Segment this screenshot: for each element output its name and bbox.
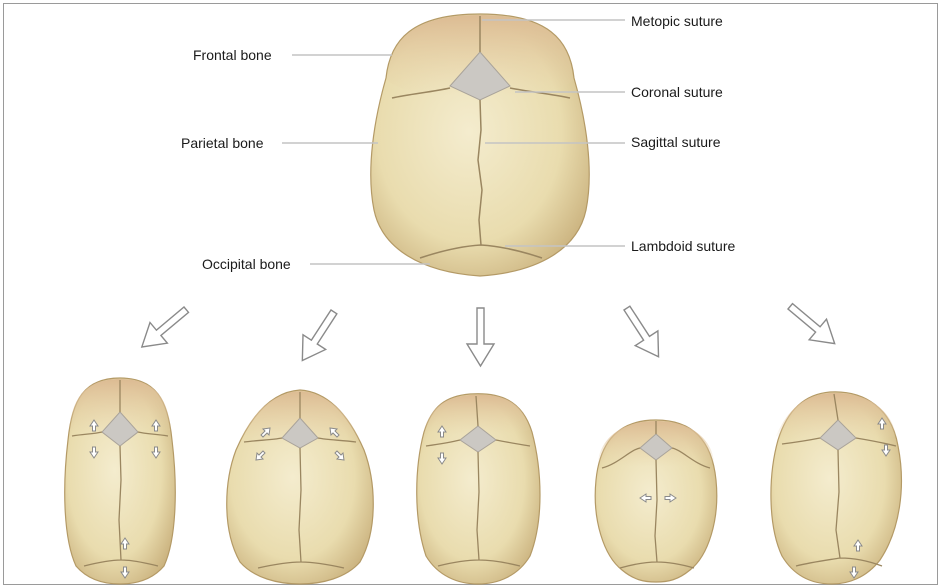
hollow-arrow-icon — [133, 299, 195, 357]
hollow-arrow-icon — [616, 301, 670, 364]
skull-variant-3 — [417, 394, 540, 584]
label-frontal-bone: Frontal bone — [193, 47, 272, 63]
hollow-arrows — [133, 296, 843, 368]
label-parietal-bone: Parietal bone — [181, 135, 264, 151]
skull-variant-4 — [595, 420, 717, 582]
label-occipital-bone: Occipital bone — [202, 256, 291, 272]
label-metopic-suture: Metopic suture — [631, 13, 723, 29]
label-lambdoid-suture: Lambdoid suture — [631, 238, 736, 254]
skull-variant-5 — [771, 392, 901, 584]
main-skull — [371, 14, 589, 276]
label-sagittal-suture: Sagittal suture — [631, 134, 721, 150]
hollow-arrow-icon — [467, 308, 494, 366]
skull-variant-2 — [227, 390, 374, 584]
skull-variant-1 — [65, 378, 176, 584]
hollow-arrow-icon — [291, 305, 345, 368]
hollow-arrow-icon — [782, 296, 844, 354]
label-coronal-suture: Coronal suture — [631, 84, 723, 100]
